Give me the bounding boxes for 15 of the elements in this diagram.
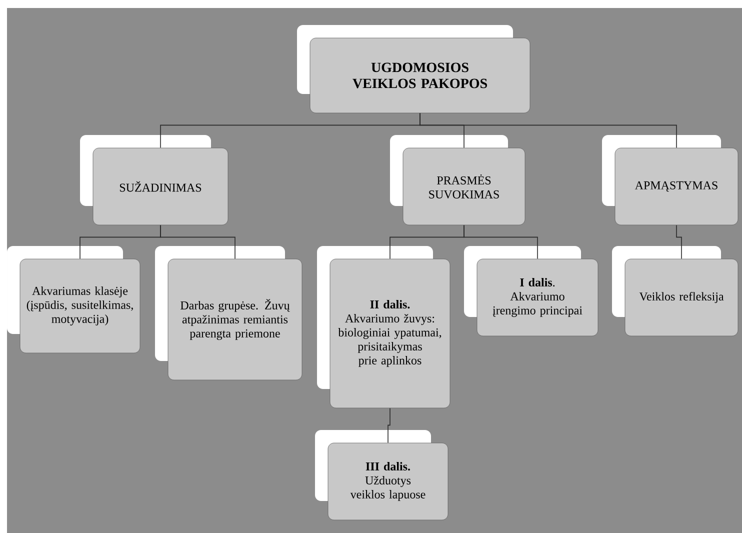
process-box: APMĄSTYMAS bbox=[602, 135, 738, 226]
process-box: PRASMĖS SUVOKIMAS bbox=[390, 135, 526, 226]
connector-line bbox=[676, 224, 682, 260]
process-box: II dalis. Akvariumo žuvys: biologiniai ypatumai, prisitaikymas prie aplinkos bbox=[317, 246, 450, 408]
process-box: Veiklos refleksija bbox=[612, 246, 738, 336]
connector-line bbox=[464, 224, 538, 260]
connector-line bbox=[388, 408, 390, 444]
connector-line bbox=[160, 224, 236, 260]
connector-line bbox=[420, 112, 677, 148]
process-box: UGDOMOSIOS VEIKLOS PAKOPOS bbox=[297, 25, 530, 114]
process-box: SUŽADINIMAS bbox=[80, 135, 228, 226]
process-box: Darbas grupėse. Žuvų atpažinimas remiantis parengta priemone bbox=[155, 246, 302, 380]
process-box: I dalis. Akvariumo įrengimo principai bbox=[464, 246, 598, 336]
process-box: III dalis. Užduotys veiklos lapuose bbox=[315, 430, 448, 520]
process-box: Akvariumas klasėje (įspūdis, susitelkimas, motyvacija) bbox=[7, 246, 140, 354]
